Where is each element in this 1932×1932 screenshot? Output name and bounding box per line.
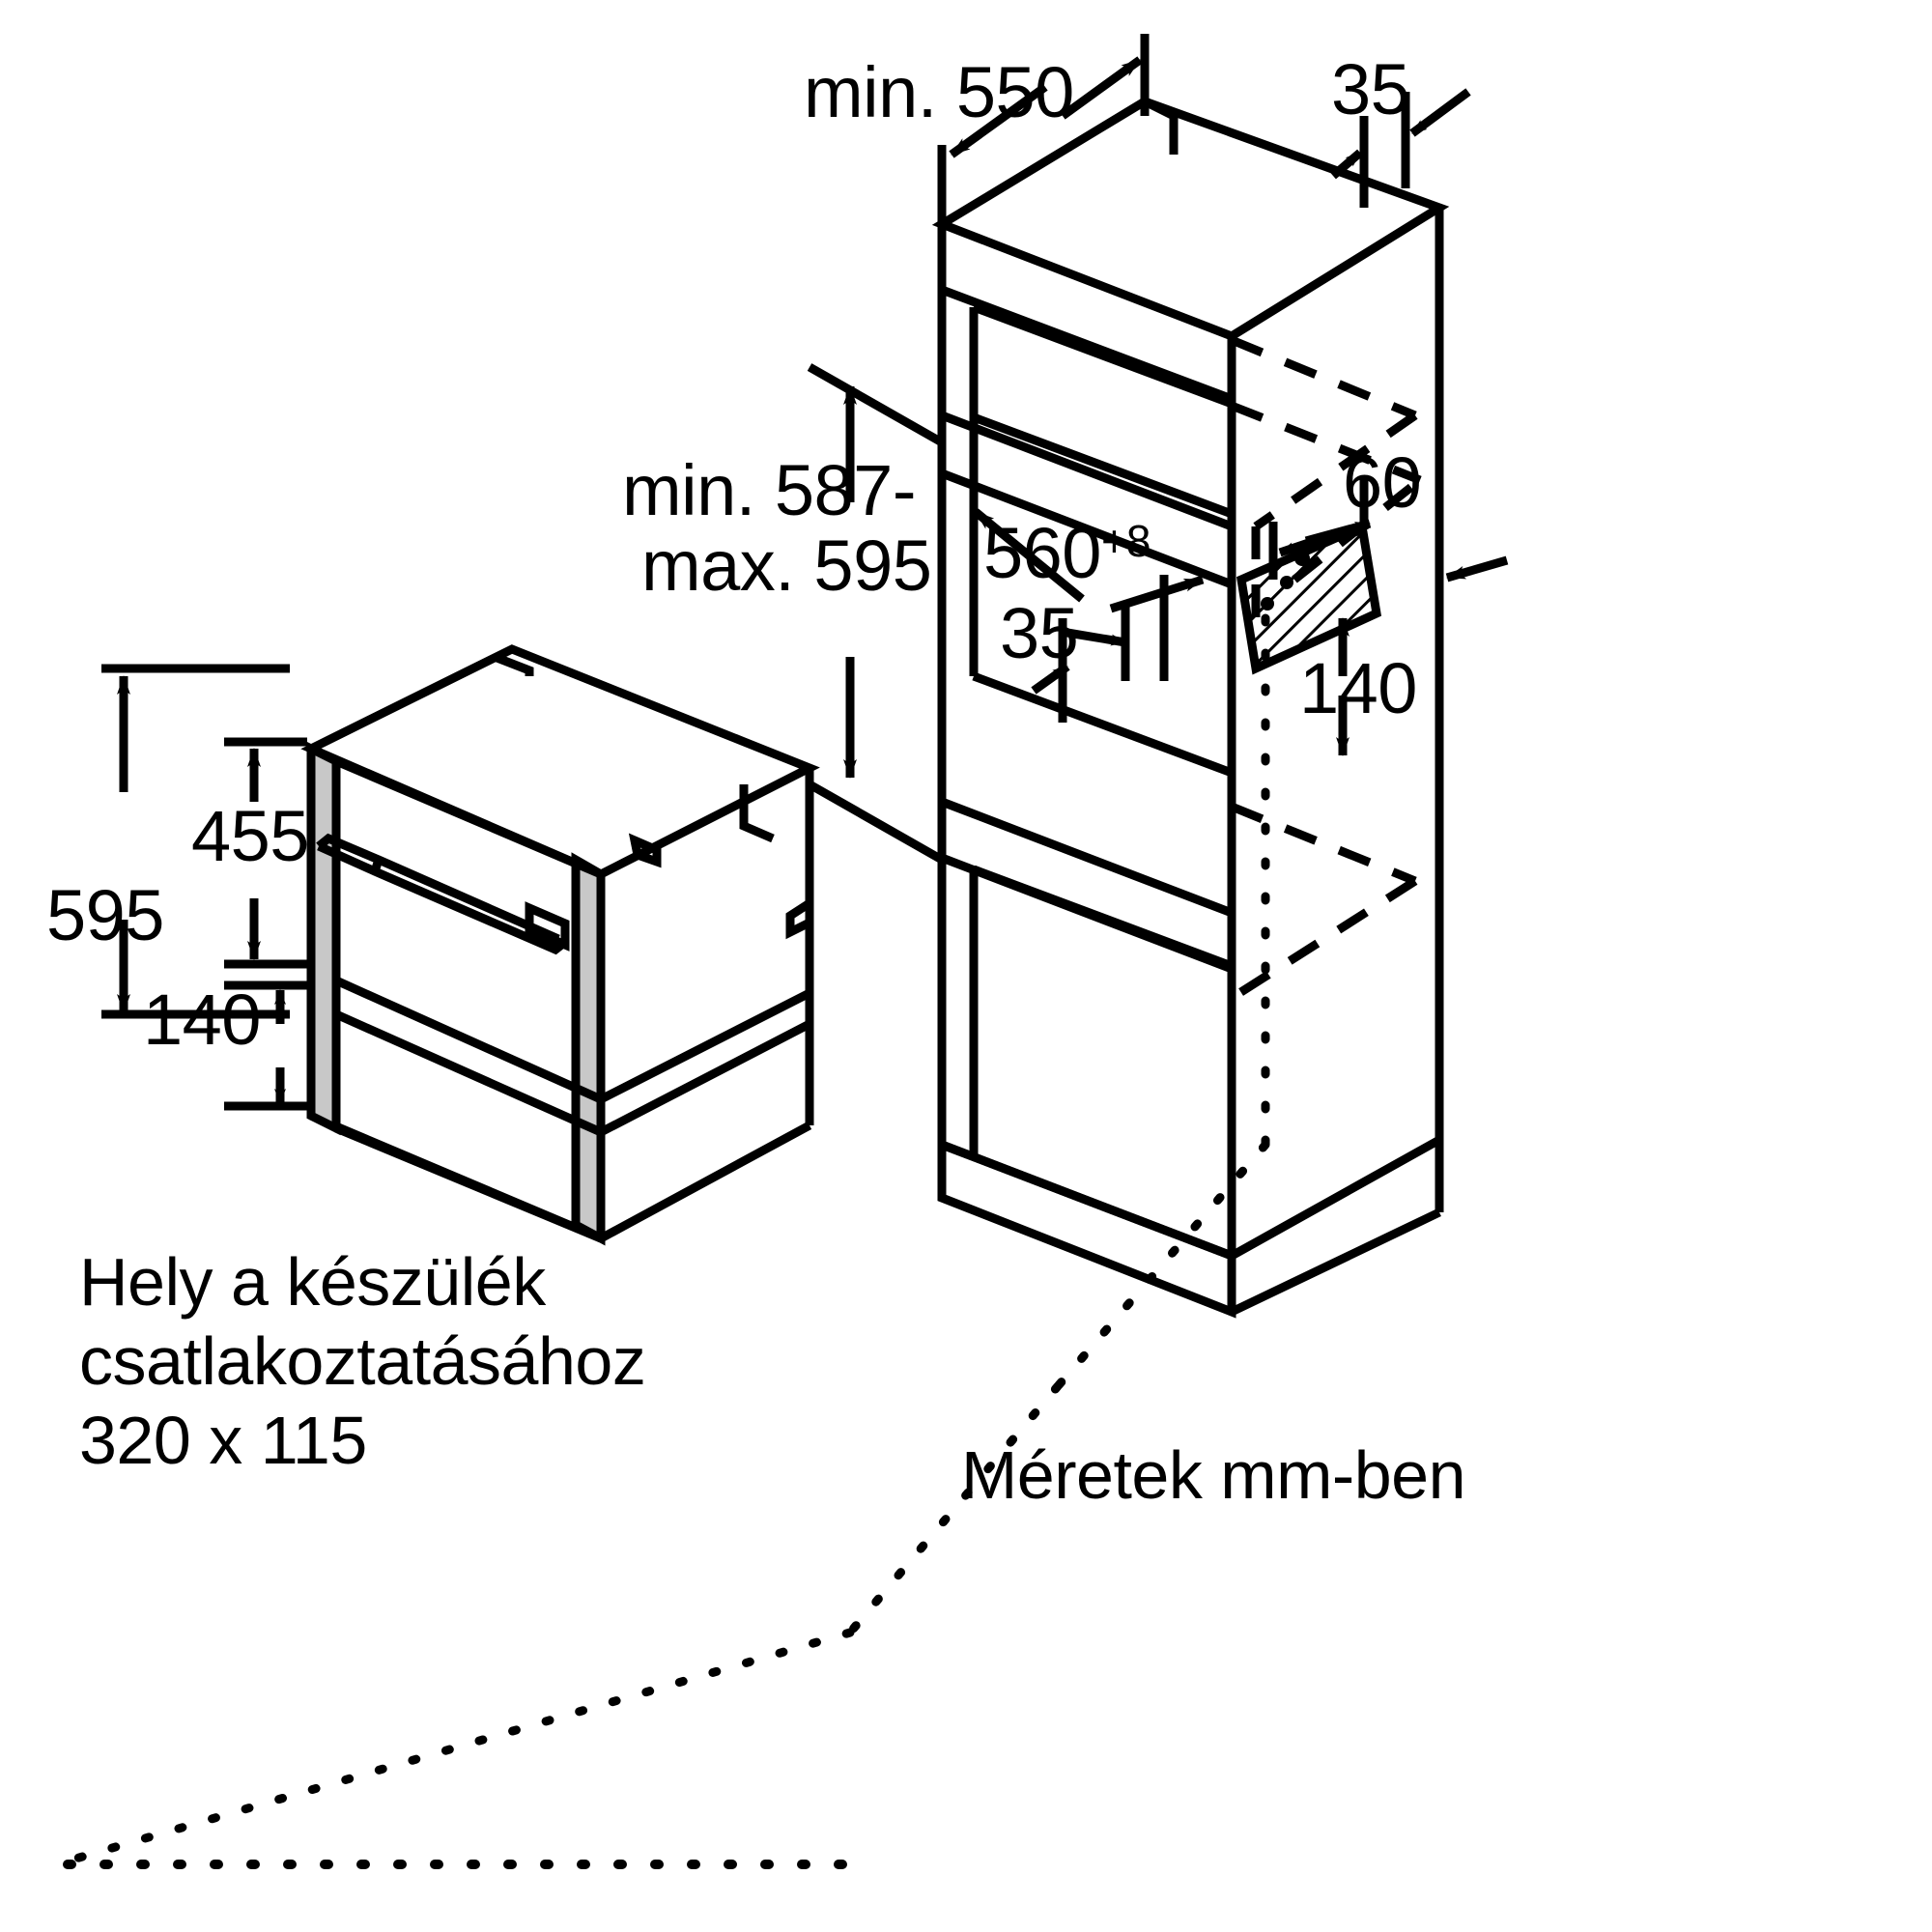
dimension-label-socket-height: 140 bbox=[1299, 648, 1417, 728]
dimension-label-shelf-offset: 35 bbox=[1000, 593, 1079, 673]
niche-width-value: 560 bbox=[983, 513, 1101, 593]
connection-space-note-line1: Hely a készülék bbox=[79, 1244, 546, 1320]
dimension-label-niche-depth: min. 550 bbox=[804, 52, 1074, 132]
units-note: Méretek mm-ben bbox=[961, 1437, 1466, 1513]
dimension-label-door-height: 455 bbox=[191, 796, 309, 876]
dimension-label-side-thickness-top: 35 bbox=[1331, 49, 1410, 129]
niche-width-tolerance: +8 bbox=[1100, 516, 1151, 566]
dimension-label-base-height: 140 bbox=[143, 980, 261, 1060]
connection-space-note-line3: 320 x 115 bbox=[79, 1403, 367, 1478]
dimension-label-niche-width: 560+8 bbox=[983, 516, 1151, 589]
connection-space-note-line2: csatlakoztatásához bbox=[79, 1323, 646, 1399]
dimension-label-niche-height-line2: max. 595 bbox=[641, 526, 932, 606]
dimension-label-socket-depth: 60 bbox=[1343, 442, 1422, 523]
dimension-label-niche-height-line1: min. 587- bbox=[622, 450, 916, 530]
dimension-label-appliance-height: 595 bbox=[46, 875, 164, 955]
